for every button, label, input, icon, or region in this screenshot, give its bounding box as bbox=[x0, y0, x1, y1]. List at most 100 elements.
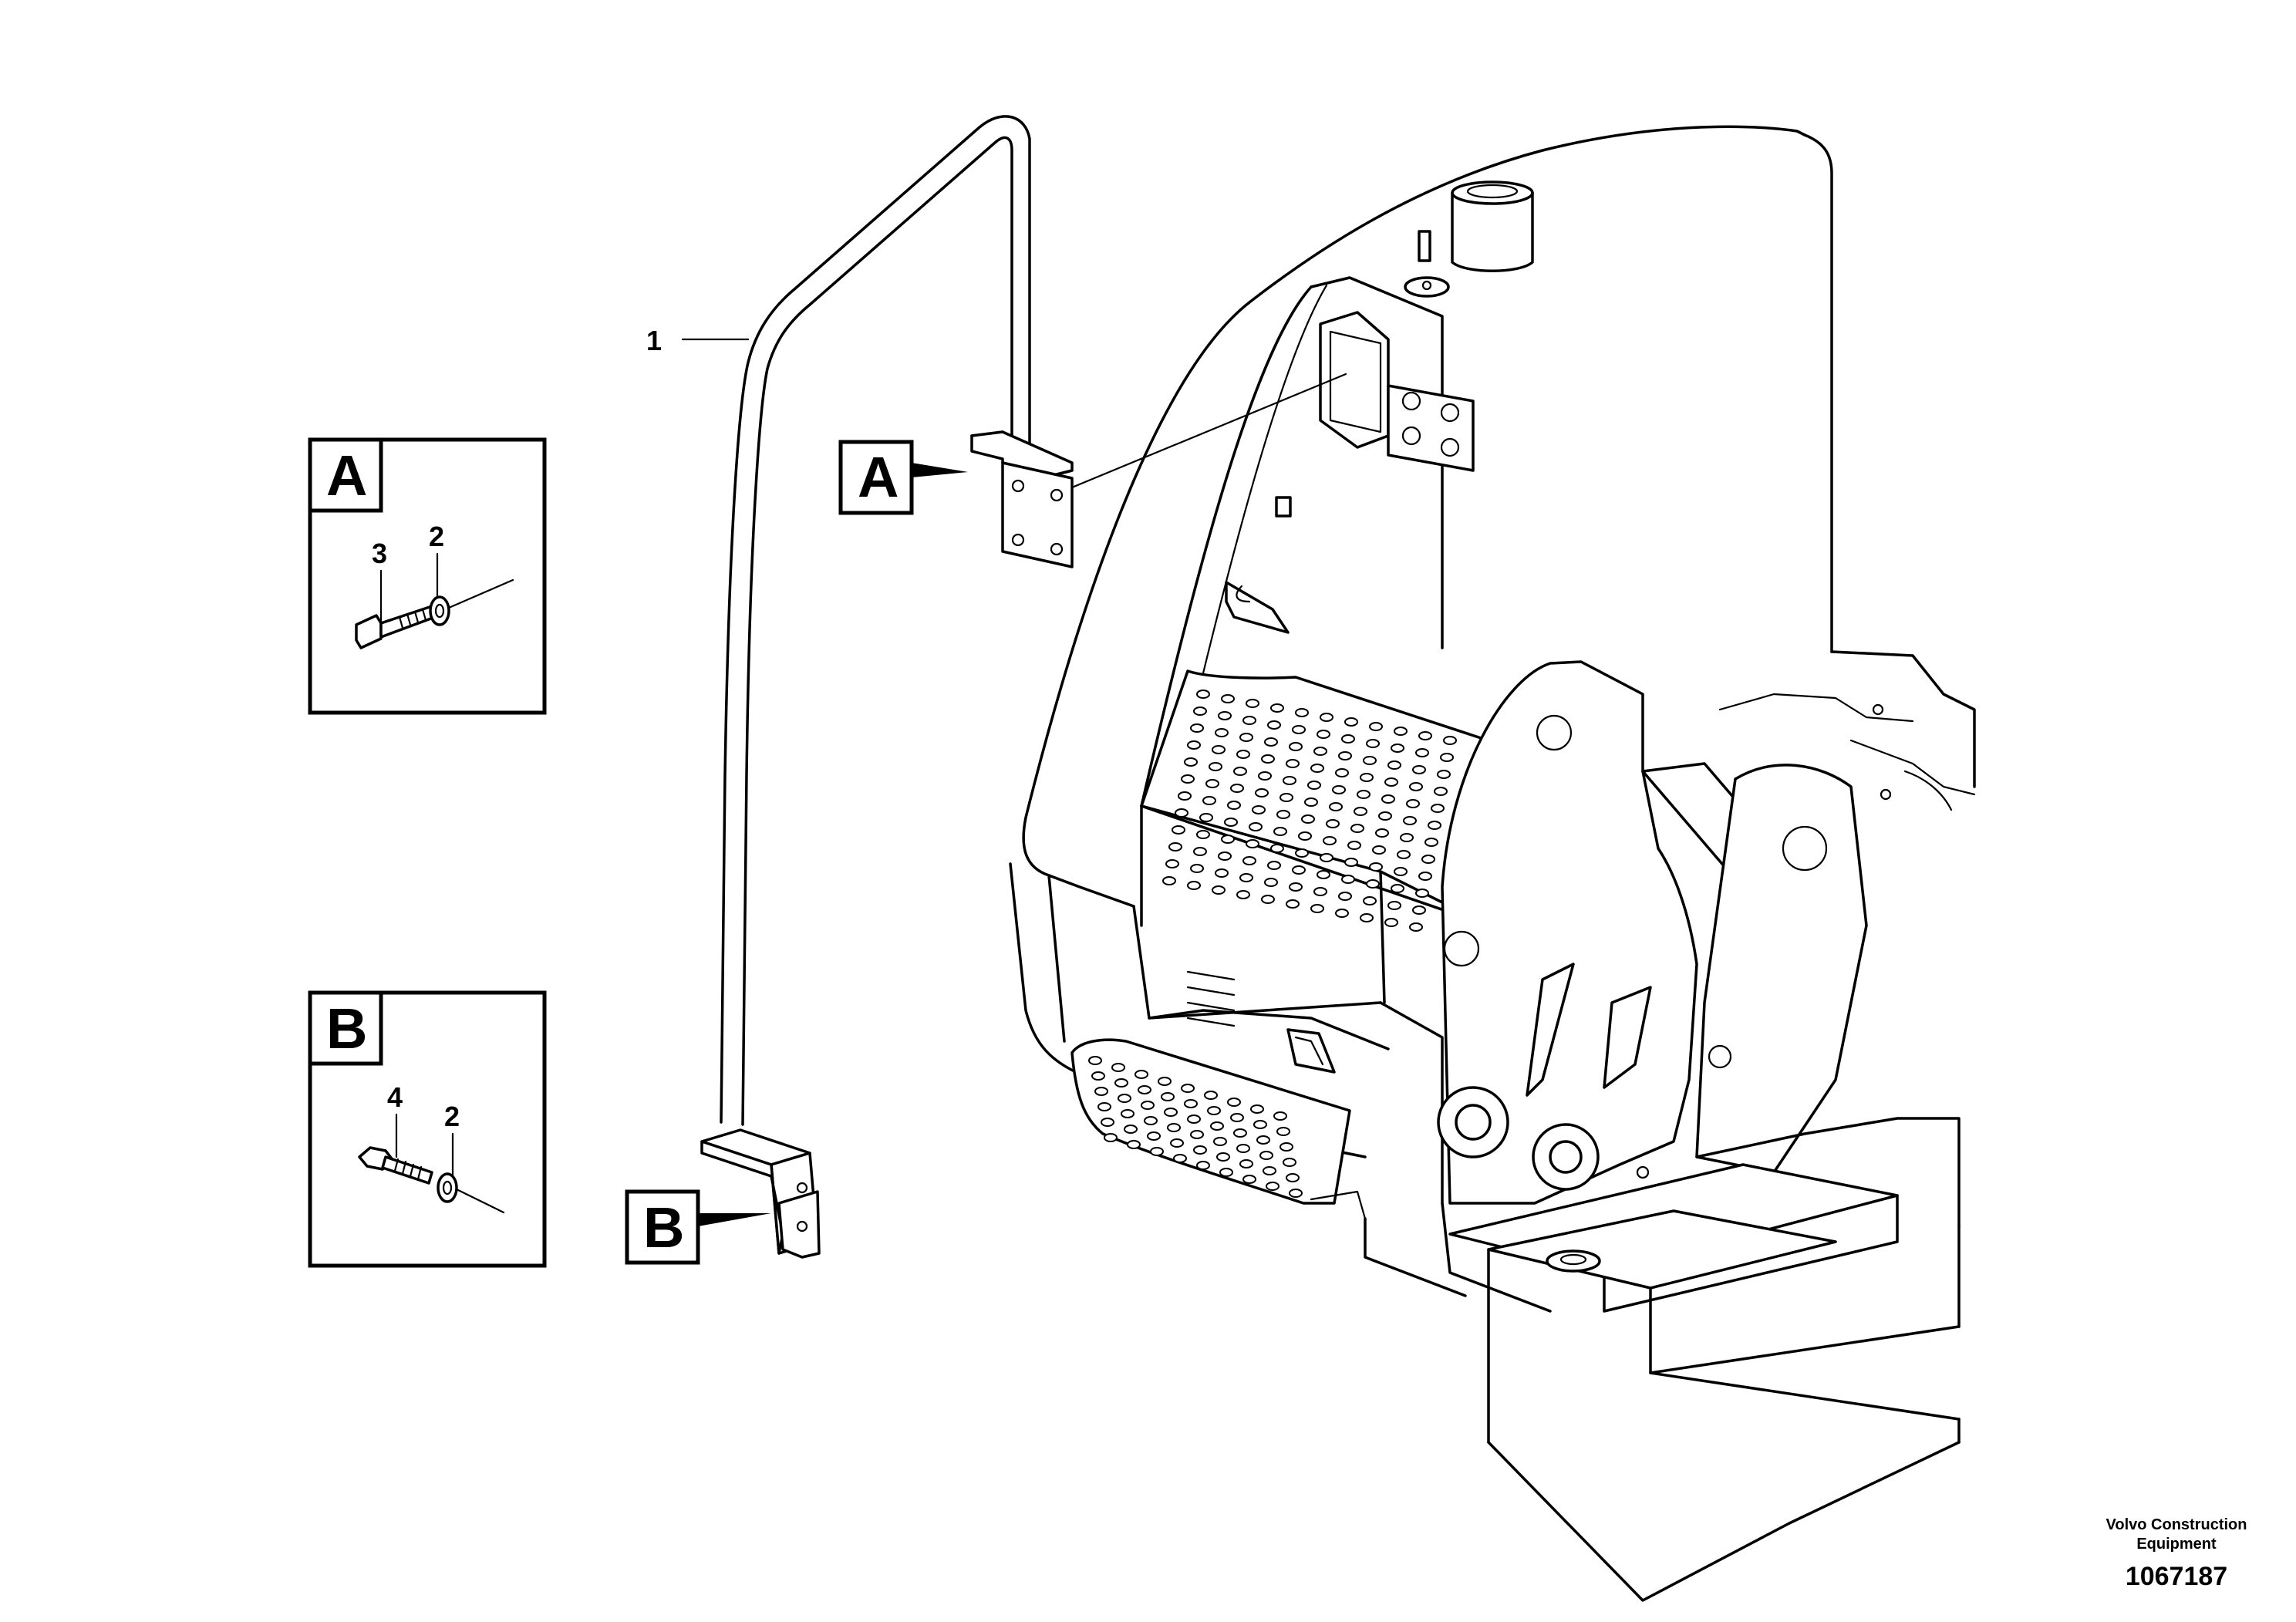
perforation-hole bbox=[1310, 764, 1324, 773]
perforation-hole bbox=[1273, 827, 1287, 836]
machine-body-illustration bbox=[1009, 125, 1976, 1602]
perforation-hole bbox=[1138, 1085, 1151, 1094]
perforation-hole bbox=[1144, 1116, 1158, 1125]
perforation-hole bbox=[1168, 842, 1182, 851]
perforation-hole bbox=[1094, 1087, 1108, 1096]
detail-box-a: A 3 2 bbox=[308, 437, 547, 715]
perforation-hole bbox=[1218, 851, 1232, 861]
perforation-hole bbox=[1387, 901, 1401, 910]
perforation-hole bbox=[1384, 918, 1398, 927]
perforation-hole bbox=[1193, 706, 1207, 716]
perforation-hole bbox=[1250, 1104, 1264, 1114]
perforation-hole bbox=[1415, 889, 1429, 898]
detail-box-a-letter: A bbox=[326, 443, 367, 508]
perforation-hole bbox=[1406, 799, 1420, 808]
upper-mount-plate bbox=[970, 430, 1074, 568]
perforation-hole bbox=[1252, 805, 1266, 814]
perforation-hole bbox=[1170, 1138, 1184, 1148]
detail-box-b-letter: B bbox=[326, 996, 367, 1061]
perforation-hole bbox=[1304, 798, 1318, 807]
perforation-hole bbox=[1412, 765, 1426, 774]
perforation-hole bbox=[1412, 905, 1426, 915]
perforation-hole bbox=[1264, 878, 1278, 887]
perforation-hole bbox=[1242, 716, 1256, 725]
perforation-hole bbox=[1350, 824, 1364, 833]
perforation-hole bbox=[1213, 1137, 1227, 1146]
perforation-hole bbox=[1310, 904, 1324, 913]
perforation-hole bbox=[1190, 723, 1204, 733]
perforation-hole bbox=[1378, 811, 1392, 821]
perforation-hole bbox=[1196, 830, 1210, 839]
callout-3-label: 3 bbox=[372, 538, 387, 569]
perforation-hole bbox=[1347, 841, 1361, 850]
perforation-hole bbox=[1418, 872, 1432, 881]
detail-marker-b: B bbox=[625, 1189, 771, 1265]
swing-bracket bbox=[1364, 660, 1868, 1313]
perforation-hole bbox=[1164, 1108, 1178, 1117]
perforation-hole bbox=[1209, 762, 1222, 771]
perforation-hole bbox=[1338, 892, 1352, 901]
perforation-hole bbox=[1292, 725, 1306, 734]
perforation-hole bbox=[1178, 791, 1192, 801]
perforation-hole bbox=[1387, 760, 1401, 770]
perforation-hole bbox=[1440, 753, 1454, 762]
perforation-hole bbox=[1263, 1166, 1276, 1175]
perforation-hole bbox=[1135, 1070, 1148, 1079]
perforation-hole bbox=[1344, 717, 1358, 727]
detail-marker-a: A bbox=[838, 440, 968, 515]
perforation-hole bbox=[1295, 848, 1309, 858]
perforation-hole bbox=[1415, 748, 1429, 757]
perforation-hole bbox=[1289, 882, 1303, 892]
perforation-hole bbox=[1104, 1133, 1118, 1142]
perforation-hole bbox=[1298, 831, 1312, 841]
perforation-hole bbox=[1097, 1102, 1111, 1111]
perforation-hole bbox=[1196, 1161, 1210, 1170]
perforation-hole bbox=[1221, 835, 1235, 844]
perforation-hole bbox=[1215, 728, 1229, 737]
perforation-hole bbox=[1210, 1121, 1224, 1131]
perforation-hole bbox=[1360, 913, 1374, 922]
perforation-hole bbox=[1372, 845, 1386, 855]
perforation-hole bbox=[1434, 787, 1448, 796]
perforation-hole bbox=[1428, 821, 1441, 830]
callout-4-label: 4 bbox=[387, 1081, 403, 1113]
perforation-hole bbox=[1283, 776, 1296, 785]
perforation-hole bbox=[1301, 814, 1315, 824]
perforation-hole bbox=[1409, 922, 1423, 932]
perforation-hole bbox=[1431, 804, 1445, 813]
perforation-hole bbox=[1256, 1135, 1270, 1145]
callout-2b-label: 2 bbox=[444, 1101, 460, 1132]
perforation-hole bbox=[1184, 1099, 1198, 1108]
perforation-hole bbox=[1267, 720, 1281, 730]
perforation-hole bbox=[1147, 1131, 1161, 1141]
perforation-hole bbox=[1338, 751, 1352, 760]
perforation-hole bbox=[1255, 788, 1269, 798]
perforation-hole bbox=[1088, 1056, 1102, 1065]
perforation-hole bbox=[1230, 784, 1244, 793]
perforation-hole bbox=[1437, 770, 1451, 779]
perforation-hole bbox=[1215, 868, 1229, 878]
perforation-hole bbox=[1190, 864, 1204, 873]
perforation-hole bbox=[1279, 793, 1293, 802]
screw-icon bbox=[358, 1146, 433, 1185]
callout-2a-label: 2 bbox=[429, 521, 444, 552]
perforation-hole bbox=[1233, 767, 1247, 776]
perforation-hole bbox=[1289, 742, 1303, 751]
perforation-hole bbox=[1366, 739, 1380, 748]
perforation-hole bbox=[1242, 1175, 1256, 1184]
perforation-hole bbox=[1360, 773, 1374, 782]
perforation-hole bbox=[1443, 736, 1457, 745]
step-perforation bbox=[1088, 1056, 1303, 1198]
perforation-hole bbox=[1258, 771, 1272, 781]
perforation-hole bbox=[1313, 887, 1327, 896]
perforation-hole bbox=[1239, 733, 1253, 742]
perforation-hole bbox=[1394, 867, 1408, 876]
perforation-hole bbox=[1165, 859, 1179, 868]
perforation-hole bbox=[1320, 713, 1333, 722]
perforation-hole bbox=[1230, 1113, 1244, 1122]
perforation-hole bbox=[1313, 747, 1327, 756]
drawing-number: 1067187 bbox=[2126, 1562, 2227, 1591]
perforation-hole bbox=[1276, 810, 1290, 819]
perforation-hole bbox=[1369, 862, 1383, 872]
